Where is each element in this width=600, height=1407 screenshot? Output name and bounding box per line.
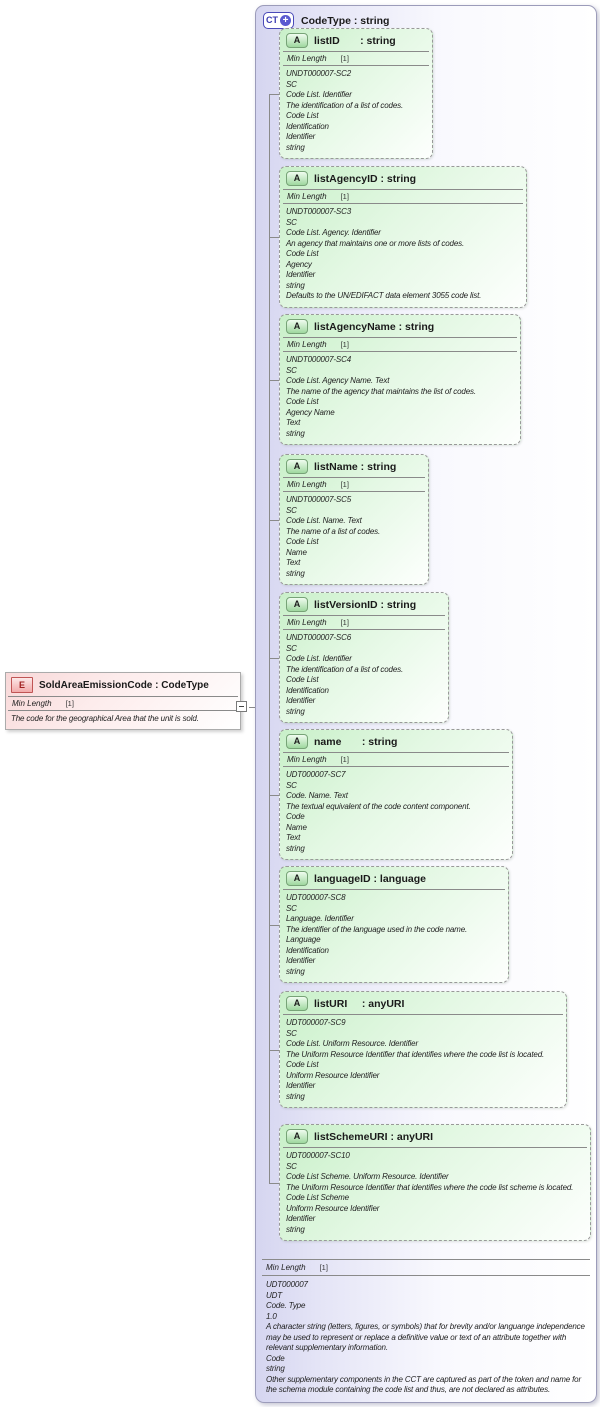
connector-stub <box>269 795 279 796</box>
facet-name: Min Length <box>287 340 327 349</box>
connector-spine <box>269 94 270 1183</box>
attribute-annotation: UNDT000007-SC6 SC Code List. Identifier … <box>286 633 404 716</box>
facet-name: Min Length <box>287 192 327 201</box>
complex-type-box[interactable]: CT+ CodeType : string A listID : string … <box>255 5 597 1403</box>
attribute-header: A languageID : language <box>280 867 508 889</box>
element-annotation: The code for the geographical Area that … <box>11 714 199 723</box>
attribute-annotation: UDT000007-SC9 SC Code List. Uniform Reso… <box>283 1014 563 1107</box>
facet-row: Min Length [1] <box>283 337 517 352</box>
attribute-annotation: UNDT000007-SC3 SC Code List. Agency. Ide… <box>286 207 482 300</box>
facet-value: [1] <box>65 699 74 708</box>
facet-value: [1] <box>340 480 349 489</box>
facet-value: [1] <box>319 1263 328 1272</box>
attribute-title: listID : string <box>314 34 396 47</box>
complex-type-header: CT+ CodeType : string <box>263 12 389 29</box>
attribute-title: listVersionID : string <box>314 598 417 611</box>
connector-stub <box>269 925 279 926</box>
attribute-box-listagencyid[interactable]: A listAgencyID : string Min Length [1] U… <box>279 166 527 308</box>
attribute-title: languageID : language <box>314 872 427 885</box>
complex-type-icon: CT+ <box>263 12 294 29</box>
attribute-annotation: UDT000007-SC8 SC Language. Identifier Th… <box>283 889 505 982</box>
attribute-title: listName : string <box>314 460 397 473</box>
attribute-header: A listSchemeURI : anyURI <box>280 1125 590 1147</box>
attribute-icon: A <box>286 734 308 749</box>
complex-type-icon-label: CT <box>266 15 278 25</box>
connector-stub <box>269 1050 279 1051</box>
attribute-icon: A <box>286 996 308 1011</box>
attribute-box-name[interactable]: A name : string Min Length [1] UDT000007… <box>279 729 513 860</box>
element-icon: E <box>11 677 33 693</box>
attribute-box-languageid[interactable]: A languageID : language UDT000007-SC8 SC… <box>279 866 509 983</box>
complex-type-annotation: UDT000007 UDT Code. Type 1.0 A character… <box>266 1280 585 1394</box>
facet-name: Min Length <box>287 480 327 489</box>
facet-name: Min Length <box>287 54 327 63</box>
attribute-annotation: UDT000007-SC10 SC Code List Scheme. Unif… <box>283 1147 587 1240</box>
attribute-box-listagencyname[interactable]: A listAgencyName : string Min Length [1]… <box>279 314 521 445</box>
collapse-toggle-icon[interactable] <box>236 701 247 712</box>
attribute-title: listURI : anyURI <box>314 997 405 1010</box>
complex-type-title: CodeType : string <box>301 14 390 27</box>
connector-stub <box>269 237 279 238</box>
attribute-header: A listAgencyID : string <box>280 167 526 189</box>
facet-name: Min Length <box>287 618 327 627</box>
facet-row: Min Length [1] <box>283 752 509 767</box>
attribute-annotation: UNDT000007-SC4 SC Code List. Agency Name… <box>286 355 476 438</box>
attribute-box-listversionid[interactable]: A listVersionID : string Min Length [1] … <box>279 592 449 723</box>
attribute-title: name : string <box>314 735 398 748</box>
facet-value: [1] <box>340 755 349 764</box>
attribute-annotation: UDT000007-SC7 SC Code. Name. Text The te… <box>286 770 471 853</box>
facet-row: Min Length [1] <box>262 1259 590 1276</box>
attribute-icon: A <box>286 871 308 886</box>
element-facet-row: Min Length [1] <box>8 696 238 711</box>
attribute-header: A listID : string <box>280 29 432 51</box>
facet-value: [1] <box>340 618 349 627</box>
attribute-box-listname[interactable]: A listName : string Min Length [1] UNDT0… <box>279 454 429 585</box>
attribute-annotation: UNDT000007-SC5 SC Code List. Name. Text … <box>286 495 381 578</box>
attribute-header: A listName : string <box>280 455 428 477</box>
connector-stub <box>269 658 279 659</box>
element-box-soldareaemissioncode[interactable]: E SoldAreaEmissionCode : CodeType Min Le… <box>5 672 241 730</box>
connector-stub <box>269 1183 279 1184</box>
facet-row: Min Length [1] <box>283 615 445 630</box>
attribute-title: listSchemeURI : anyURI <box>314 1130 434 1143</box>
facet-row: Min Length [1] <box>283 477 425 492</box>
attribute-box-listuri[interactable]: A listURI : anyURI UDT000007-SC9 SC Code… <box>279 991 567 1108</box>
facet-value: [1] <box>340 340 349 349</box>
connector-stub <box>269 94 279 95</box>
connector-stub <box>269 380 279 381</box>
attribute-header: A name : string <box>280 730 512 752</box>
facet-row: Min Length [1] <box>283 189 523 204</box>
facet-name: Min Length <box>266 1263 306 1272</box>
attribute-box-listschemeuri[interactable]: A listSchemeURI : anyURI UDT000007-SC10 … <box>279 1124 591 1241</box>
attribute-icon: A <box>286 319 308 334</box>
attribute-header: A listURI : anyURI <box>280 992 566 1014</box>
complex-type-footer: Min Length [1] UDT000007 UDT Code. Type … <box>262 1259 590 1396</box>
attribute-icon: A <box>286 33 308 48</box>
attribute-title: listAgencyName : string <box>314 320 435 333</box>
attribute-header: A listVersionID : string <box>280 593 448 615</box>
plus-icon: + <box>280 15 291 26</box>
facet-value: [1] <box>340 54 349 63</box>
attribute-icon: A <box>286 171 308 186</box>
attribute-icon: A <box>286 597 308 612</box>
facet-name: Min Length <box>287 755 327 764</box>
attribute-header: A listAgencyName : string <box>280 315 520 337</box>
element-header: E SoldAreaEmissionCode : CodeType <box>6 673 240 696</box>
attribute-title: listAgencyID : string <box>314 172 417 185</box>
facet-name: Min Length <box>12 699 52 708</box>
connector-stub <box>269 520 279 521</box>
attribute-box-listid[interactable]: A listID : string Min Length [1] UNDT000… <box>279 28 433 159</box>
attribute-icon: A <box>286 1129 308 1144</box>
attribute-annotation: UNDT000007-SC2 SC Code List. Identifier … <box>286 69 404 152</box>
attribute-icon: A <box>286 459 308 474</box>
element-title: SoldAreaEmissionCode : CodeType <box>39 679 209 691</box>
facet-value: [1] <box>340 192 349 201</box>
facet-row: Min Length [1] <box>283 51 429 66</box>
